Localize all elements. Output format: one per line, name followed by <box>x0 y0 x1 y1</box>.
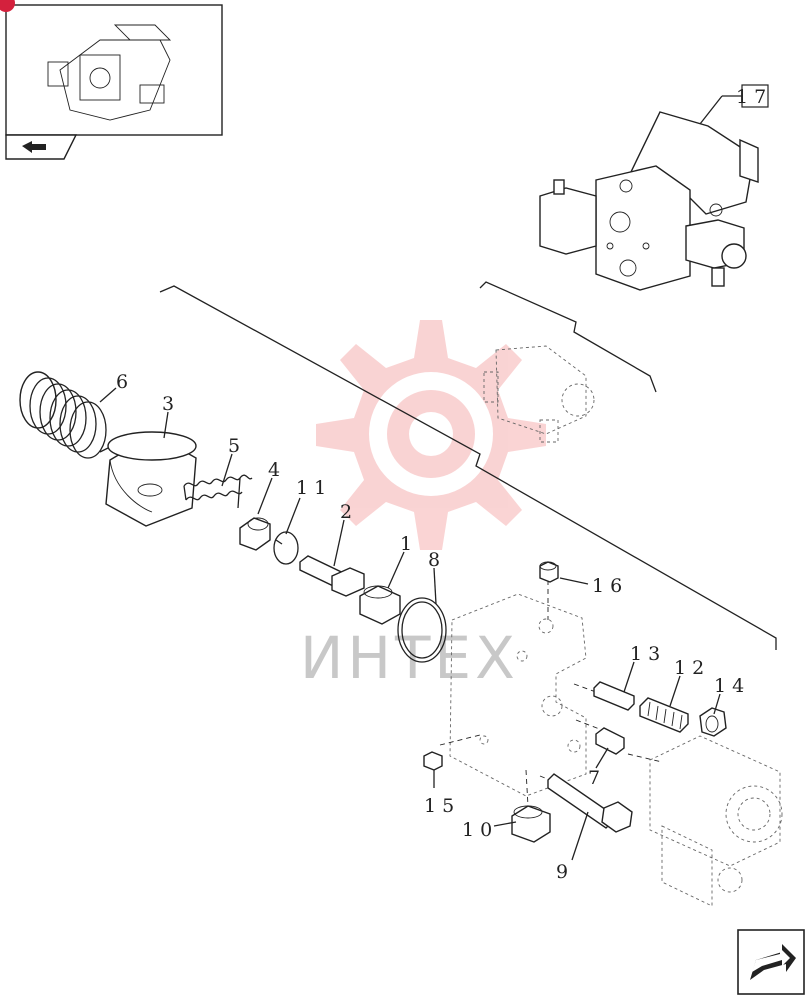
arrow-back-icon[interactable] <box>22 141 46 153</box>
part-12-threaded-stud <box>639 697 689 733</box>
next-page-button[interactable] <box>737 929 805 995</box>
pump-assembly-drawing: 1 7 <box>539 84 769 291</box>
thumbnail-panel[interactable] <box>0 0 223 160</box>
callout-15: 1 5 <box>424 795 454 817</box>
leader-lines <box>99 387 721 861</box>
part-6-large-spring <box>19 371 117 459</box>
callout-10: 1 0 <box>462 819 492 841</box>
callout-5: 5 <box>228 435 240 457</box>
callout-11: 1 1 <box>296 477 326 499</box>
part-7-short-pin <box>595 727 625 755</box>
part-15-small-plug <box>423 751 443 771</box>
part-10-plug <box>511 805 551 843</box>
section-lines <box>159 281 777 650</box>
callout-9: 9 <box>556 861 568 883</box>
ghost-solenoid-coil <box>649 735 783 907</box>
part-9-bolt <box>547 773 633 833</box>
part-3-cylinder-housing <box>105 431 197 527</box>
red-marker-dot <box>0 0 15 12</box>
valve-body-outline <box>449 593 587 797</box>
callout-4: 4 <box>268 459 280 481</box>
ghost-valve-outline <box>483 345 595 443</box>
callout-3: 3 <box>162 393 174 415</box>
pump-assembly-thumbnail-icon <box>47 24 172 121</box>
part-4-spring-seat <box>239 517 271 551</box>
part-11-snap-ring <box>273 531 299 565</box>
part-1-sleeve <box>359 585 401 625</box>
part-5-small-spring <box>183 474 253 509</box>
callout-12: 1 2 <box>674 657 704 679</box>
callout-14: 1 4 <box>714 675 744 697</box>
part-14-nut <box>699 707 727 737</box>
part-16-plug <box>539 561 559 583</box>
part-8-o-ring <box>397 597 447 663</box>
callout-labels: 6 3 5 4 1 1 2 1 8 1 6 1 3 1 2 1 4 7 1 5 … <box>116 371 744 883</box>
callout-13: 1 3 <box>630 643 660 665</box>
callout-1: 1 <box>400 533 412 555</box>
callout-2: 2 <box>340 501 352 523</box>
callout-8: 8 <box>428 549 440 571</box>
part-13-pin <box>593 681 635 711</box>
assembly-axis-lines <box>439 580 663 807</box>
callout-17: 1 7 <box>736 86 766 108</box>
part-2-spool <box>299 555 365 597</box>
callout-7: 7 <box>588 767 600 789</box>
watermark-gear-logo <box>316 320 546 550</box>
callout-6: 6 <box>116 371 128 393</box>
callout-16: 1 6 <box>592 575 622 597</box>
watermark-text: ИНТЕХ <box>300 624 519 692</box>
arrow-next-icon <box>750 944 796 980</box>
